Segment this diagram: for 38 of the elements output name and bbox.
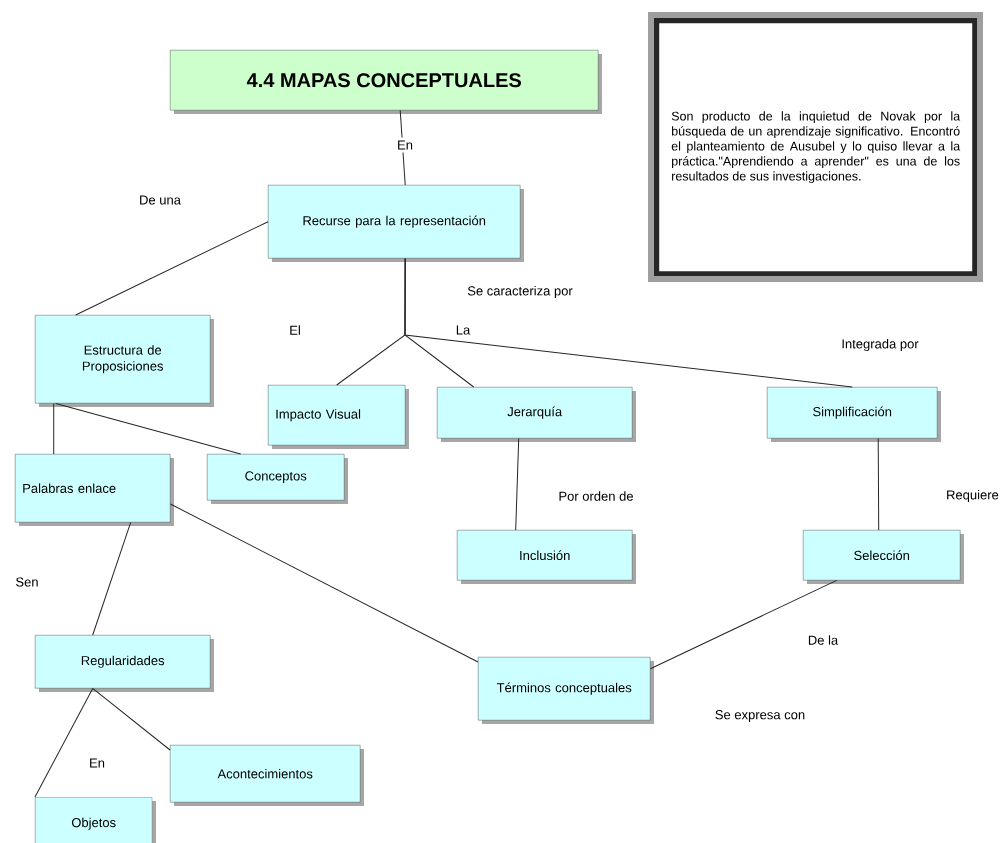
edge-label: En [394, 137, 416, 153]
link-word: Sen [16, 577, 38, 587]
connector-line [75, 221, 269, 316]
link-word: Integrada por [842, 338, 919, 352]
note-box: Son producto de la inquietud de Novak por la búsqueda de un aprendizaje significativo. Encontró el planteamiento de Ausubel y lo quiso llevar a la práctica."Aprendiendo a aprender" es una de los resultados de sus investigaciones. [648, 12, 983, 282]
concept-box: Selección [803, 530, 964, 584]
concept-box: Palabras enlace [15, 454, 174, 526]
concept-box: Jerarquía [437, 387, 636, 442]
connector-line [34, 687, 94, 798]
link-word: De la [808, 635, 839, 645]
link-word: Requiere [947, 489, 999, 503]
concept-box: Recurse para la representación [268, 185, 524, 262]
concept-box: Simplificación [767, 387, 941, 442]
concept-box: Inclusión [457, 530, 636, 584]
link-word: El [290, 325, 300, 335]
link-word: Se expresa con [715, 710, 805, 722]
concept-box: Acontecimientos [170, 745, 364, 806]
link-word: Por orden de [559, 491, 633, 501]
link-word: En [90, 758, 105, 768]
link-word: De una [140, 195, 181, 205]
connector-line [399, 109, 406, 186]
connector-line [877, 437, 880, 531]
link-word: Se caracteriza por [467, 285, 573, 299]
concept-box: Regularidades [35, 635, 214, 692]
title-box: 4.4 MAPAS CONCEPTUALES [170, 50, 602, 114]
concept-box: Objetos [35, 797, 156, 843]
connector-line [92, 687, 171, 751]
connector-line [169, 503, 479, 663]
connector-line [55, 402, 242, 455]
connector-line [649, 579, 838, 670]
link-word: La [456, 325, 471, 335]
connector-line [53, 402, 55, 455]
concept-box: Estructura de Proposiciones [35, 315, 214, 407]
connector-line [515, 437, 520, 531]
connector-line [92, 521, 132, 636]
concept-box: Impacto Visual [268, 385, 409, 449]
concept-box: Conceptos [207, 454, 348, 504]
concept-box: Términos conceptuales [478, 657, 654, 724]
